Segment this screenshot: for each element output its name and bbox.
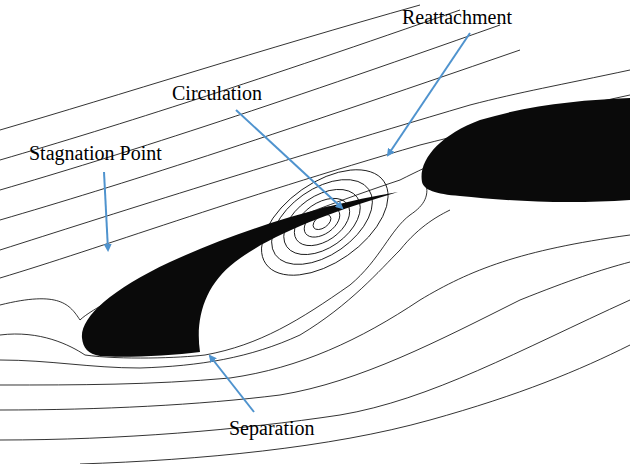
reattachment-label: Reattachment [402,6,512,29]
leader-arrow [236,110,342,208]
leader-lines [104,33,470,412]
leader-arrow [104,172,108,250]
separation-label: Separation [229,417,315,440]
slat-element [82,192,398,357]
stagnation-label: Stagnation Point [29,142,162,165]
circulation-label: Circulation [172,82,262,105]
main-element [422,98,630,202]
leader-arrow [210,356,254,412]
leader-arrow [388,33,470,155]
streamlines [0,5,630,464]
